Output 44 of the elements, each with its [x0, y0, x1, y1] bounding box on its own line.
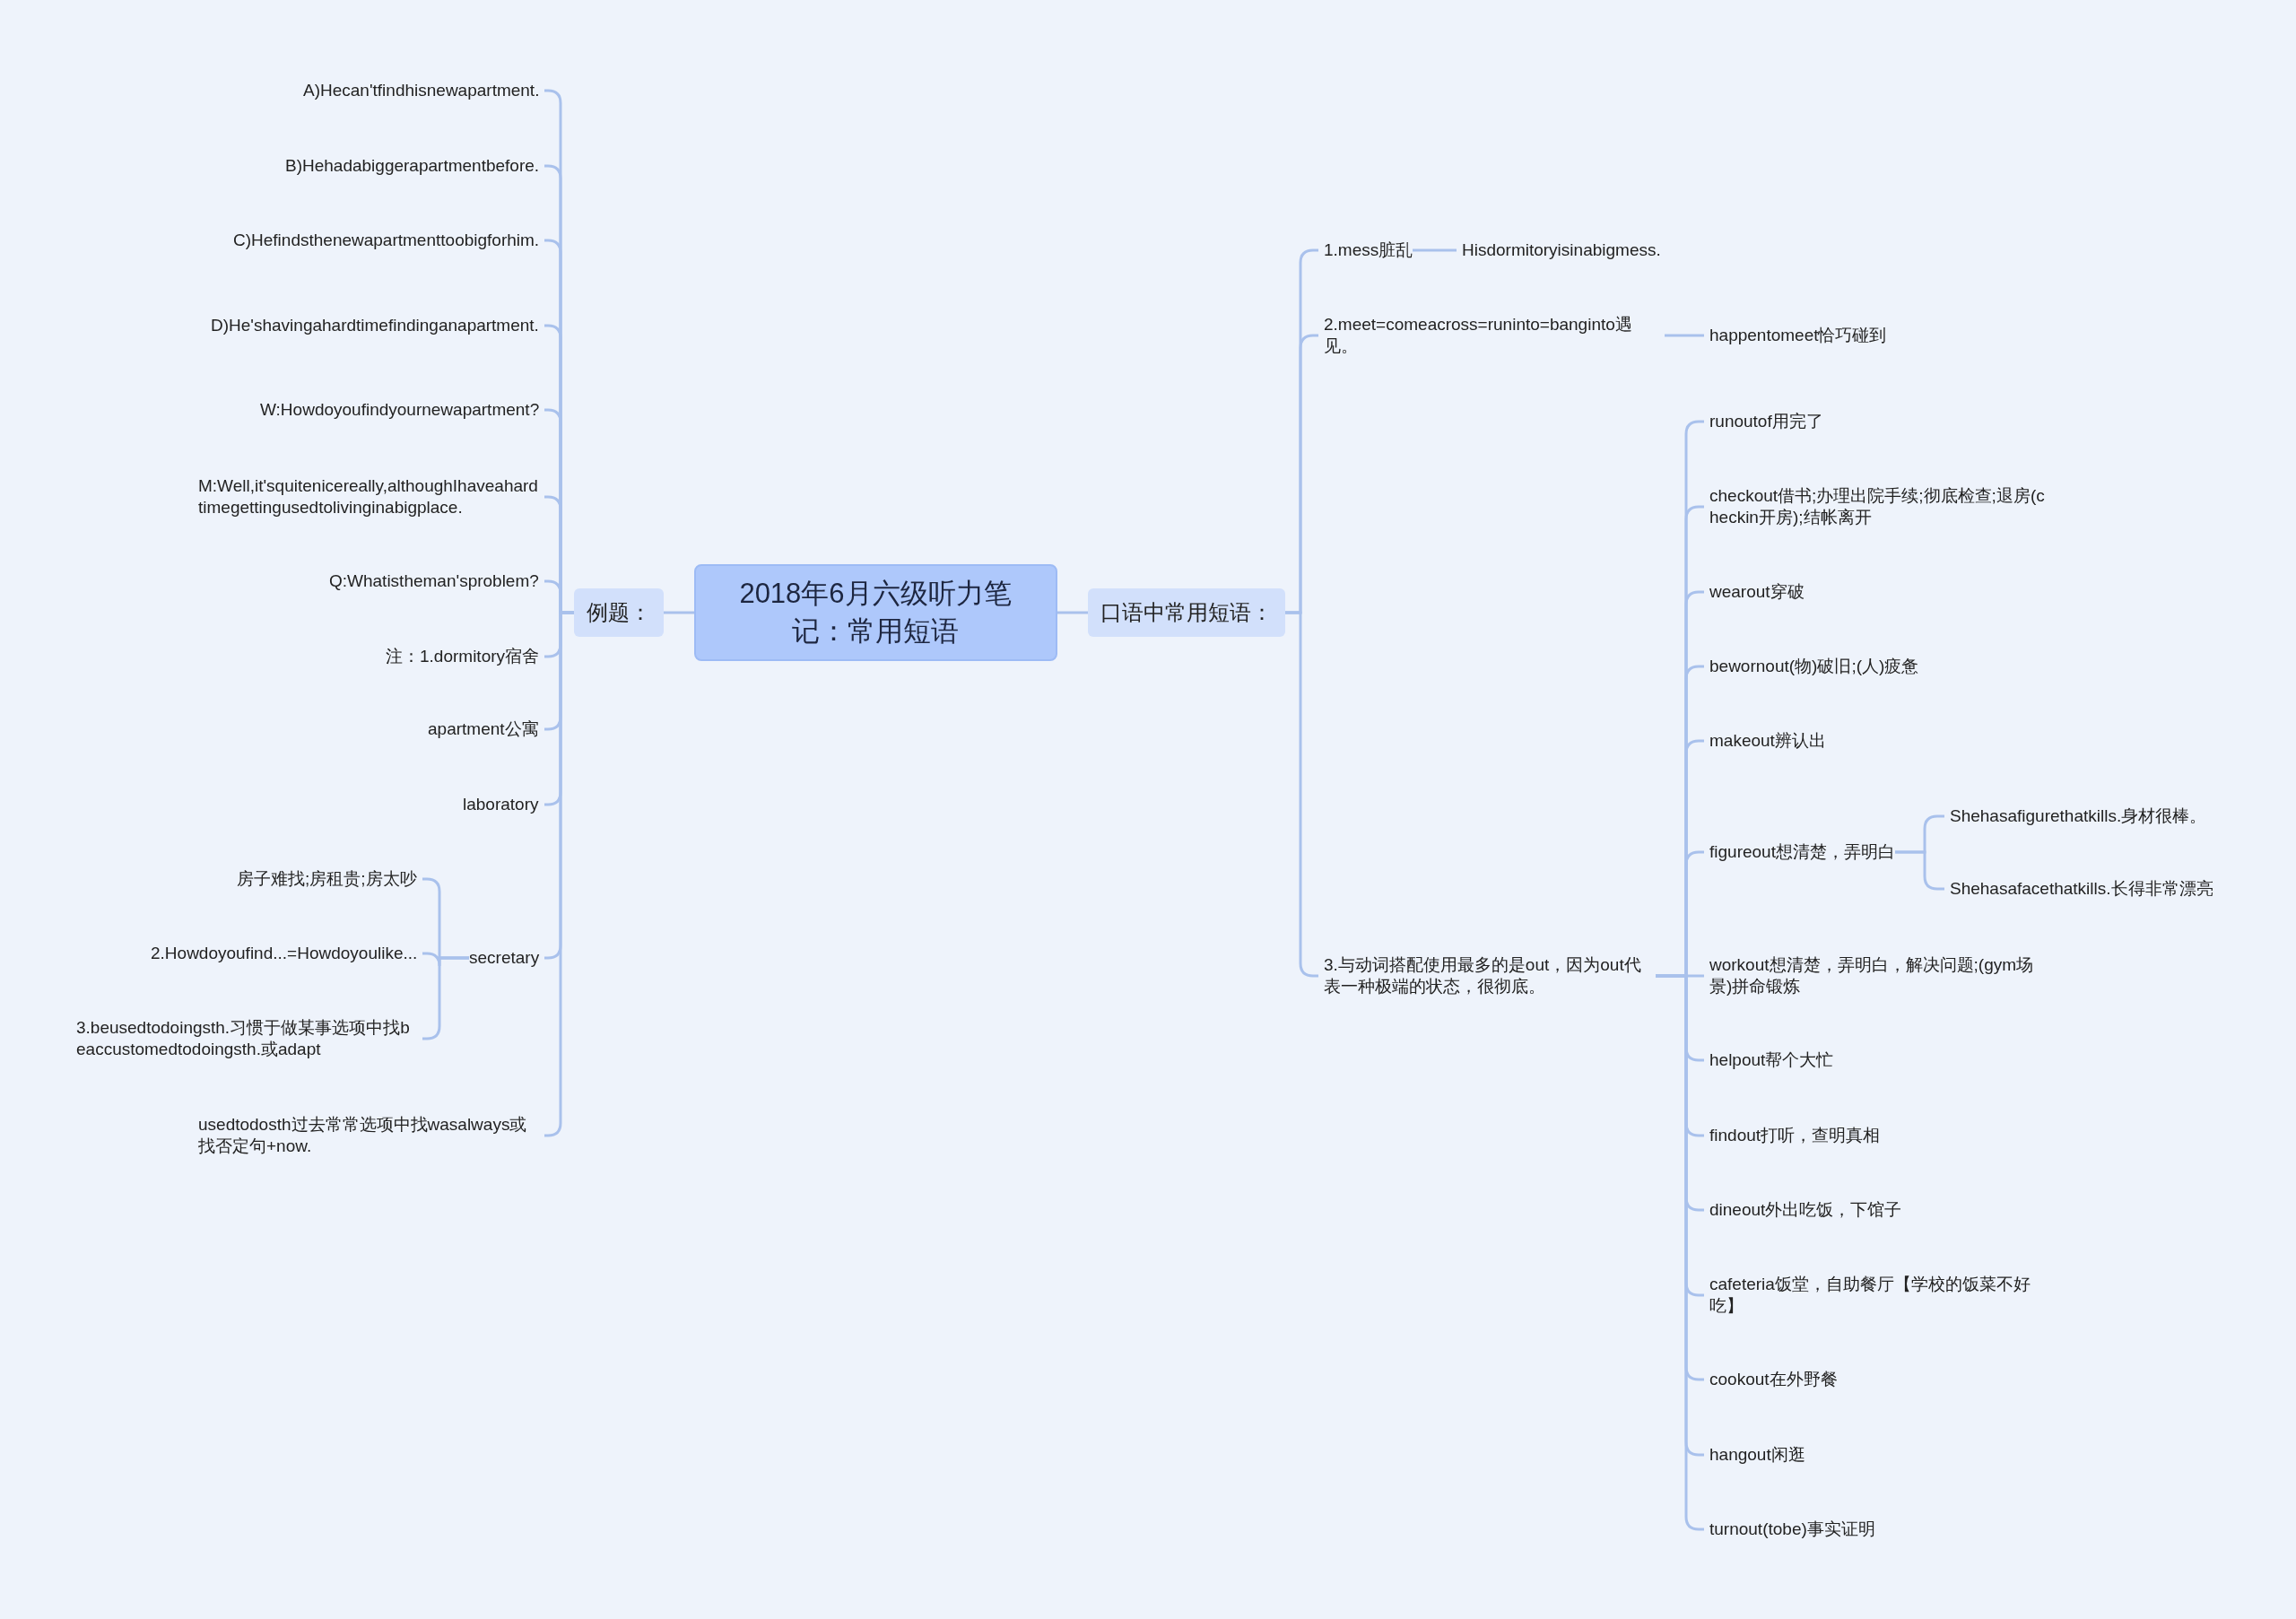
topic-text: D)He'shavingahardtimefindinganapartment.: [211, 315, 539, 336]
topic-text: hangout闲逛: [1709, 1444, 1805, 1466]
connector-line: [664, 611, 694, 614]
connector-line: [1895, 850, 1944, 891]
topic-text: secretary: [469, 947, 540, 969]
topic-text: M:Well,it'squitenicereally,althoughIhaveahardtimegettingusedtolivinginabigplace.: [198, 475, 539, 518]
topic-text: B)Hehadabiggerapartmentbefore.: [285, 155, 540, 177]
topic-text: workout想清楚，弄明白，解决问题;(gym场景)拼命锻炼: [1709, 954, 2050, 997]
topic-text: A)Hecan'tfindhisnewapartment.: [303, 80, 540, 101]
topic-text: wearout穿破: [1709, 581, 1805, 603]
root-topic-box: 2018年6月六级听力笔记：常用短语: [693, 564, 1057, 661]
topic-text: laboratory: [463, 794, 539, 815]
topic-text: Shehasafigurethatkills.身材很棒。: [1950, 805, 2207, 827]
topic-text: 1.mess脏乱: [1324, 239, 1413, 261]
connector-line: [1665, 334, 1704, 337]
topic-text: Q:Whatistheman'sproblem?: [329, 570, 539, 592]
topic-text: makeout辨认出: [1709, 730, 1826, 752]
topic-text: turnout(tobe)事实证明: [1709, 1519, 1875, 1540]
topic-text: 2.Howdoyoufind...=Howdoyoulike...: [151, 943, 418, 964]
topic-text: 3.与动词搭配使用最多的是out，因为out代表一种极端的状态，很彻底。: [1324, 954, 1656, 997]
topic-text: cookout在外野餐: [1709, 1369, 1838, 1390]
topic-text: 注：1.dormitory宿舍: [386, 646, 540, 667]
topic-text: runoutof用完了: [1709, 411, 1823, 432]
topic-text: 房子难找;房租贵;房太吵: [237, 868, 417, 890]
topic-text: checkout借书;办理出院手续;彻底检查;退房(checkin开房);结帐离开: [1709, 485, 2050, 528]
branch-topic-box: 例题：: [574, 588, 664, 637]
connector-line: [1057, 611, 1088, 614]
topic-text: bewornout(物)破旧;(人)疲惫: [1709, 656, 1919, 677]
topic-text: usedtodosth过去常常选项中找wasalways或找否定句+now.: [198, 1114, 539, 1157]
topic-text: figureout想清楚，弄明白: [1709, 841, 1895, 863]
topic-text: 2.meet=comeacross=runinto=banginto遇见。: [1324, 314, 1665, 357]
connector-line: [1413, 248, 1457, 252]
topic-text: Shehasafacethatkills.长得非常漂亮: [1950, 878, 2213, 900]
topic-text: apartment公寓: [428, 718, 539, 740]
topic-text: W:Howdoyoufindyournewapartment?: [260, 399, 540, 421]
topic-text: C)Hefindsthenewapartmenttoobigforhim.: [233, 230, 540, 251]
branch-topic-box: 口语中常用短语：: [1088, 588, 1285, 637]
topic-text: dineout外出吃饭，下馆子: [1709, 1199, 1902, 1221]
topic-text: happentomeet恰巧碰到: [1709, 325, 1887, 346]
topic-text: cafeteria饭堂，自助餐厅【学校的饭菜不好吃】: [1709, 1274, 2050, 1317]
topic-text: findout打听，查明真相: [1709, 1125, 1881, 1146]
topic-text: 3.beusedtodoingsth.习惯于做某事选项中找beaccustomedtodoingsth.或adapt: [76, 1017, 417, 1060]
topic-text: Hisdormitoryisinabigmess.: [1462, 239, 1661, 261]
topic-text: helpout帮个大忙: [1709, 1049, 1834, 1071]
